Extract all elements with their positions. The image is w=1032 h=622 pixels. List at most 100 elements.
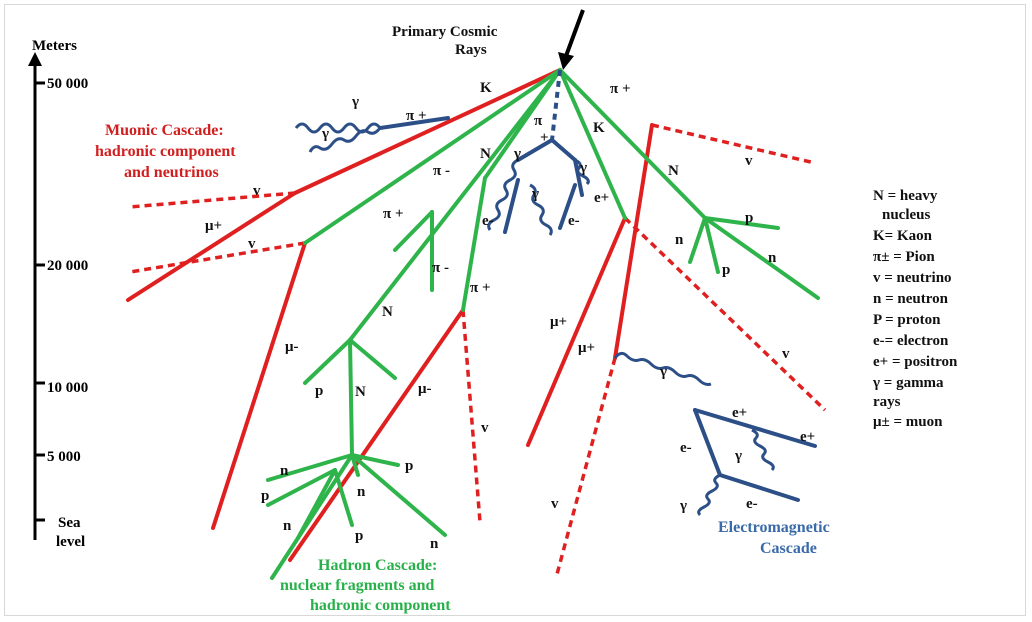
muon-track <box>526 216 627 447</box>
electron-track <box>550 138 577 162</box>
legend-entry: μ± = muon <box>873 414 943 430</box>
axis-arrow-icon <box>28 52 42 66</box>
primary-arrow <box>564 9 585 57</box>
muonic-title-line2: hadronic component <box>95 143 236 160</box>
label-proton: p <box>355 528 363 544</box>
neutron-track <box>688 216 707 264</box>
label-pion: π + <box>470 280 491 296</box>
electron-track <box>718 473 800 502</box>
label-nucleus: N <box>668 163 679 179</box>
label-electron: e- <box>568 213 580 229</box>
gamma-ray-wave <box>697 473 721 517</box>
legend-entry: e-= electron <box>873 333 949 349</box>
label-gamma: γ <box>734 448 742 464</box>
proton-track <box>303 338 352 385</box>
gamma-ray-wave <box>294 122 382 134</box>
primary-arrow-head-icon <box>558 52 574 70</box>
label-nucleus: N <box>382 304 393 320</box>
axis-title: Meters <box>32 38 77 54</box>
hadron-track <box>348 338 354 457</box>
label-muon: μ+ <box>205 218 222 234</box>
label-muon: μ- <box>285 339 299 355</box>
neutron-track <box>350 453 447 537</box>
muon-track <box>126 191 297 302</box>
muonic-title-line1: Muonic Cascade: <box>105 122 224 139</box>
label-pion: π - <box>433 163 450 179</box>
label-positron: e+ <box>800 429 815 445</box>
label-neutron: n <box>280 463 289 479</box>
label-gamma: γ <box>321 126 329 142</box>
label-proton: p <box>261 488 269 504</box>
primary-title-line2: Rays <box>455 42 487 58</box>
legend-entry: v = neutrino <box>873 270 952 286</box>
label-neutrino: v <box>253 183 261 199</box>
proton-track <box>266 468 337 507</box>
electron-track <box>516 138 554 162</box>
label-kaon: K <box>480 80 492 96</box>
legend-entry: rays <box>873 394 901 410</box>
label-gamma: γ <box>579 160 587 176</box>
label-gamma: γ <box>659 364 667 380</box>
label-neutron: n <box>357 484 366 500</box>
legend-entry: N = heavy <box>873 188 938 204</box>
diagram-frame <box>4 4 1026 616</box>
particle-labels: K K π + π + π + π - π - π + π + N N N N … <box>205 80 815 552</box>
label-pion: π <box>534 113 543 129</box>
electron-track <box>503 178 520 234</box>
label-neutron: n <box>675 232 684 248</box>
kaon-track <box>293 68 562 195</box>
legend: N = heavy nucleus K= Kaon π± = Pion v = … <box>872 188 958 430</box>
label-gamma: γ <box>351 94 359 110</box>
label-muon: μ+ <box>578 340 595 356</box>
label-neutron: n <box>283 518 292 534</box>
label-neutrino: v <box>551 496 559 512</box>
label-neutrino: v <box>481 420 489 436</box>
pion-track <box>461 176 487 312</box>
axis-tick-label: Sea <box>58 515 81 531</box>
label-muon: μ+ <box>550 314 567 330</box>
neutrino-track <box>651 123 816 165</box>
altitude-axis: Meters 50 000 20 000 10 000 5 000 Sea le… <box>28 38 88 550</box>
neutrino-track <box>129 241 306 274</box>
legend-entry: nucleus <box>882 207 931 223</box>
electron-track <box>558 183 577 230</box>
label-proton: p <box>745 210 753 226</box>
pion-track <box>303 68 562 245</box>
label-gamma: γ <box>531 186 539 202</box>
neutrino-track <box>129 191 296 209</box>
gamma-ray-wave <box>613 351 712 386</box>
hadron-title-line1: Hadron Cascade: <box>318 557 437 574</box>
label-neutrino: v <box>745 153 753 169</box>
muon-track <box>613 123 654 360</box>
gamma-ray-wave <box>574 158 590 186</box>
hadron-tracks <box>266 68 820 580</box>
proton-track <box>703 216 720 274</box>
label-pion: π + <box>383 206 404 222</box>
hadron-title-line2: nuclear fragments and <box>280 577 434 594</box>
label-neutrino: v <box>782 346 790 362</box>
em-title-line2: Cascade <box>760 540 817 557</box>
neutrino-track <box>554 357 617 579</box>
label-pion: π - <box>432 260 449 276</box>
hadron-title-line3: hadronic component <box>310 597 451 614</box>
label-positron: e+ <box>732 405 747 421</box>
label-gamma: γ <box>513 146 521 162</box>
legend-entry: K= Kaon <box>873 228 933 244</box>
label-electron: e- <box>680 440 692 456</box>
label-proton: p <box>722 262 730 278</box>
hadron-track <box>348 68 562 342</box>
label-positron: e+ <box>594 190 609 206</box>
gamma-ray-wave <box>529 183 553 236</box>
legend-entry: π± = Pion <box>873 249 935 265</box>
neutron-track <box>296 468 337 540</box>
electromagnetic-cascade-title: Electromagnetic Cascade <box>718 519 830 557</box>
label-nucleus: N <box>480 146 491 162</box>
label-proton: p <box>315 383 323 399</box>
legend-entry: P = proton <box>873 312 941 328</box>
label-pion: π + <box>610 81 631 97</box>
label-electron: e- <box>482 213 494 229</box>
electron-track <box>693 408 722 477</box>
gamma-ray-wave <box>487 158 519 231</box>
axis-tick-label: 10 000 <box>47 380 88 396</box>
